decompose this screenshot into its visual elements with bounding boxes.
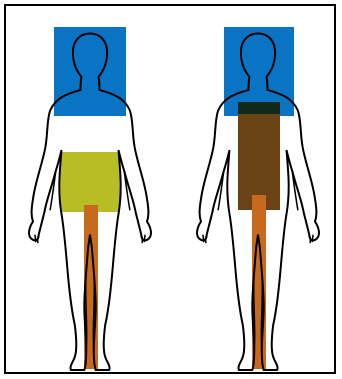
figure-right xyxy=(197,27,319,370)
torso-region xyxy=(60,152,120,212)
torso-region xyxy=(238,102,280,210)
chest-band xyxy=(238,102,280,114)
head-region xyxy=(54,27,126,116)
figure-left xyxy=(29,27,151,370)
